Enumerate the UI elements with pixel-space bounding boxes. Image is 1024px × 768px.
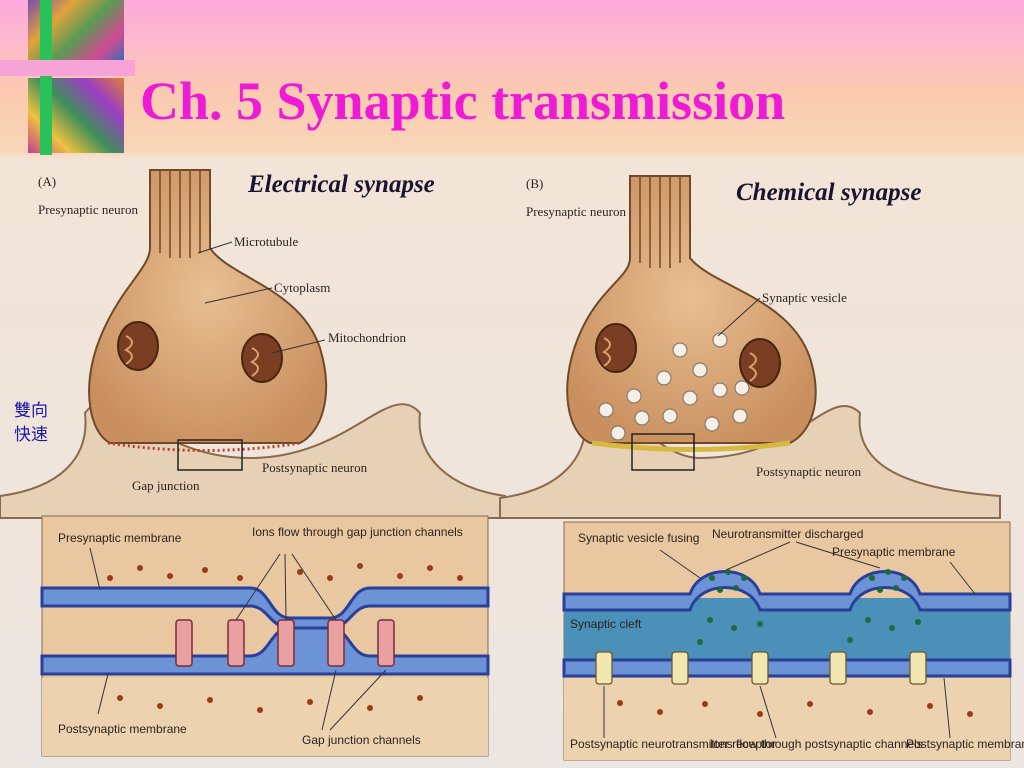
panel-a-electrical: (A) Electrical synapse Presynaptic neuro… [0, 169, 506, 757]
panel-a-letter: (A) [38, 174, 56, 189]
panel-a-presynaptic-membrane [40, 586, 490, 630]
panel-b-synaptic-vesicle-label: Synaptic vesicle [762, 290, 847, 305]
panel-b-inset-ions-label: Ions flow through postsynaptic channels [710, 737, 923, 751]
panel-a-callout-lines [197, 241, 326, 354]
panel-b-vesicle-callout [717, 297, 761, 337]
panel-a-inset: Presynaptic membrane Ions flow through g… [40, 515, 490, 757]
side-note-line1: 雙向 [14, 401, 48, 421]
panel-a-cytoplasm-label: Cytoplasm [274, 280, 330, 295]
panel-a-inset-postsynaptic-label: Postsynaptic membrane [58, 722, 187, 736]
panel-b-inset-cleft-label: Synaptic cleft [570, 617, 642, 631]
panel-b-synaptic-vesicles [598, 332, 750, 441]
decorative-green-bar [40, 0, 52, 155]
panel-a-presynaptic-neuron-label: Presynaptic neuron [38, 202, 139, 217]
panel-a-gap-junction-line [107, 441, 301, 452]
panel-a-inset-ions-label: Ions flow through gap junction channels [252, 525, 463, 539]
panel-b-zoom-box [631, 433, 695, 471]
panel-b-letter: (B) [526, 176, 543, 191]
panel-b-receptors [595, 651, 927, 685]
panel-b-inset-callouts [603, 541, 976, 739]
panel-b-inset-presynaptic-label: Presynaptic membrane [832, 545, 956, 559]
panel-a-microtubule-label: Microtubule [234, 234, 298, 249]
panel-a-gap-junction-channels [175, 619, 395, 667]
panel-a-zoom-box [177, 439, 243, 471]
slide-title: Ch. 5 Synaptic transmission [140, 71, 786, 131]
decorative-pink-bar [0, 60, 135, 76]
panel-b-heading: Chemical synapse [736, 179, 921, 206]
panel-b-mitochondria [595, 323, 781, 388]
panel-b-inset-receptor-label: Postsynaptic neurotransmitter receptor [570, 737, 776, 751]
panel-b-inset-postsynaptic-label: Postsynaptic membrane [906, 737, 1024, 751]
panel-a-inset-presynaptic-label: Presynaptic membrane [58, 531, 182, 545]
panel-a-ion-dots [107, 563, 463, 713]
panel-b-active-zone [591, 440, 791, 452]
panel-b-inset-vesicle-fusing-label: Synaptic vesicle fusing [578, 531, 699, 545]
panel-a-microtubules [159, 170, 201, 258]
panel-b-inset-discharged-label: Neurotransmitter discharged [712, 527, 863, 541]
panel-b-postsynaptic-membrane [562, 658, 1012, 678]
panel-b-inset: Synaptic vesicle fusing Neurotransmitter… [562, 521, 1024, 761]
panel-a-inset-callouts [89, 547, 387, 731]
panel-b-ion-dots [617, 700, 973, 717]
panel-a-mitochondria [117, 321, 283, 383]
panel-a-gap-junction-label: Gap junction [132, 478, 200, 493]
panel-b-presynaptic-neuron-label: Presynaptic neuron [526, 204, 627, 219]
panel-b-chemical: (B) Chemical synapse Presynaptic neuron … [499, 175, 1024, 761]
panel-a-postsynaptic-neuron-label: Postsynaptic neuron [262, 460, 368, 475]
panel-a-inset-channels-label: Gap junction channels [302, 733, 421, 747]
panel-b-microtubules [639, 176, 681, 268]
panel-b-neurotransmitter-dots [697, 569, 921, 645]
synapse-diagram: (A) Electrical synapse Presynaptic neuro… [0, 169, 1024, 761]
panel-a-mitochondrion-label: Mitochondrion [328, 330, 406, 345]
panel-a-heading: Electrical synapse [247, 171, 435, 198]
panel-b-postsynaptic-neuron-label: Postsynaptic neuron [756, 464, 862, 479]
side-note-line2: 快速 [14, 425, 48, 445]
